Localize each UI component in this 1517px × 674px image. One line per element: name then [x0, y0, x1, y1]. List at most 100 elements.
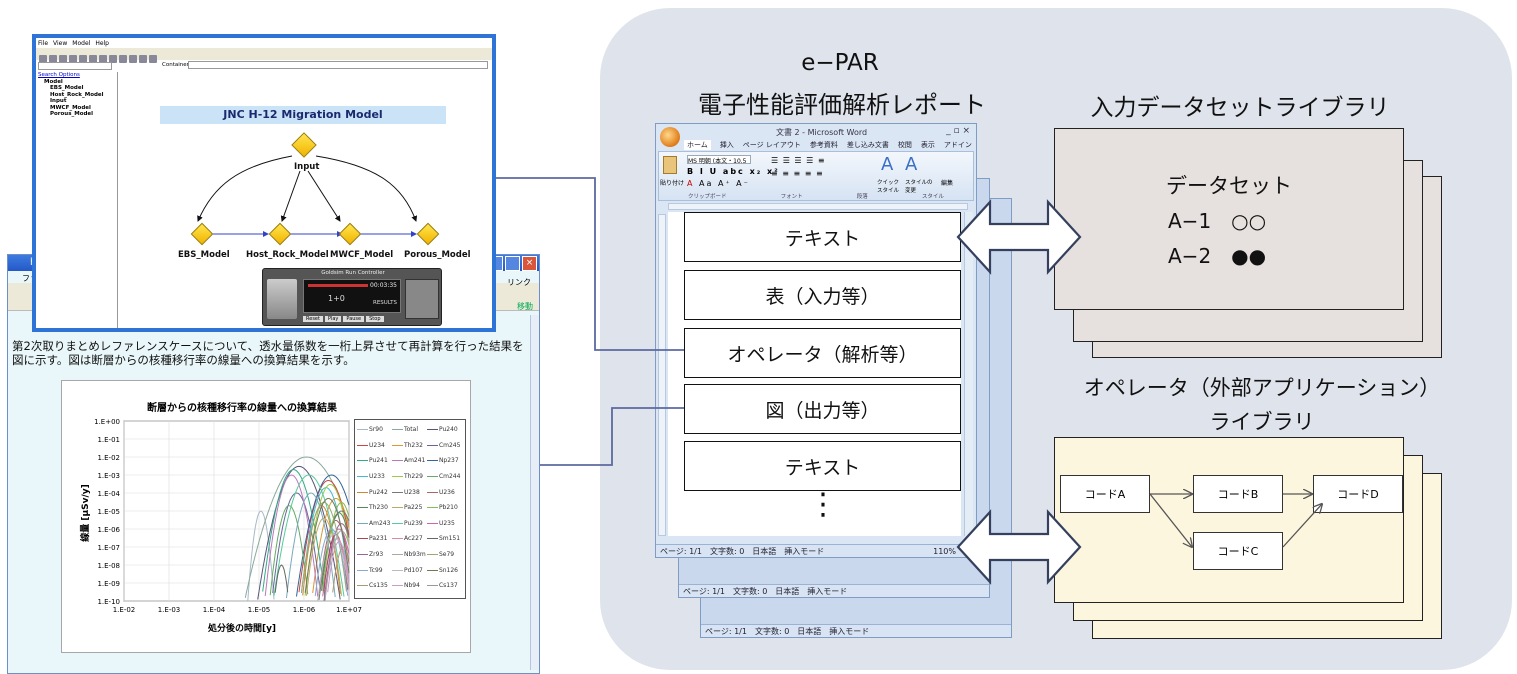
model-graph	[197, 155, 418, 237]
legend-swatch	[357, 460, 368, 462]
legend-entry: Cm245	[426, 442, 462, 449]
tree-item-host-rock[interactable]: Host_Rock_Model	[50, 91, 104, 98]
legend-entry: Pu239	[391, 520, 427, 527]
controller-reset-button[interactable]: Reset	[303, 316, 323, 322]
y-tick-label: 1.E-07	[97, 544, 120, 552]
tree-item-porous[interactable]: Porous_Model	[50, 111, 94, 117]
series-line-np237	[296, 474, 350, 597]
app-menu-bar: File View Model Help	[38, 40, 109, 47]
series-line-am243	[286, 492, 336, 599]
legend-swatch	[357, 444, 368, 446]
toolbar-button[interactable]	[49, 55, 57, 63]
legend-swatch	[391, 569, 403, 571]
status-zoom: 110%	[933, 546, 956, 556]
doc-block-text-bottom: テキスト	[684, 441, 961, 491]
controller-pause-button[interactable]: Pause	[343, 316, 365, 322]
legend-entry: U238	[391, 489, 427, 496]
series-line-pa225	[306, 517, 342, 596]
search-box[interactable]	[38, 62, 112, 70]
paragraph-buttons-2[interactable]: ≡ ≡ ≡ ≡ ≡	[771, 169, 824, 178]
ribbon-tab-mailings[interactable]: 差し込み文書	[846, 141, 889, 149]
search-options-link[interactable]: Search Options	[38, 72, 80, 78]
ribbon-tab-addins[interactable]: アドイン	[943, 141, 972, 149]
legend-label: Cm244	[438, 473, 461, 481]
toolbar-button[interactable]	[149, 55, 157, 63]
tree-item-ebs[interactable]: EBS_Model	[50, 85, 84, 91]
legend-label: Cs137	[438, 582, 458, 590]
ribbon-tab-layout[interactable]: ページ レイアウト	[742, 141, 801, 149]
tree-item-mwcf[interactable]: MWCF_Model	[50, 104, 91, 111]
controller-stop-button[interactable]: Stop	[366, 316, 384, 322]
toolbar-button[interactable]	[99, 55, 107, 63]
toolbar-button[interactable]	[39, 55, 47, 63]
series-line-sm151	[274, 564, 289, 593]
vertical-scrollbar[interactable]	[964, 212, 973, 536]
toolbar-button[interactable]	[139, 55, 147, 63]
legend-entry: Th230	[357, 504, 392, 511]
menu-model[interactable]: Model	[72, 40, 91, 47]
browser-link-label[interactable]: リンク	[507, 278, 531, 287]
series-line-sr90	[247, 510, 275, 601]
ribbon-tab-references[interactable]: 参考資料	[809, 141, 838, 149]
menu-view[interactable]: View	[53, 40, 68, 47]
legend-swatch	[391, 460, 403, 462]
status-page: ページ: 1/1	[683, 586, 725, 596]
toolbar-button[interactable]	[59, 55, 67, 63]
legend-label: U235	[438, 519, 455, 527]
paste-icon[interactable]	[663, 156, 677, 174]
controller-results[interactable]: RESULTS	[373, 300, 397, 306]
office-button[interactable]	[660, 127, 680, 147]
ebs-node-label: EBS_Model	[178, 250, 230, 260]
legend-label: Th229	[403, 473, 423, 481]
toolbar-button[interactable]	[79, 55, 87, 63]
ribbon-tab-view[interactable]: 表示	[920, 141, 935, 149]
toolbar-button[interactable]	[129, 55, 137, 63]
host-rock-node-label: Host_Rock_Model	[246, 250, 329, 260]
migration-model-title: JNC H-12 Migration Model	[160, 106, 446, 124]
paragraph-buttons[interactable]: ☰ ☰ ☰ ☰ ≡	[771, 156, 826, 165]
legend-entry: U234	[357, 442, 392, 449]
font-name-select[interactable]: MS 明朝 (本文・10.5	[687, 155, 751, 165]
menu-file[interactable]: File	[38, 40, 49, 47]
container-path-input[interactable]	[188, 61, 488, 69]
menu-help[interactable]: Help	[95, 40, 109, 47]
color-buttons[interactable]: A Aa A⁺ A⁻	[687, 179, 750, 188]
tree-item-model[interactable]: Model	[44, 78, 63, 85]
format-buttons[interactable]: B I U abc x₂ x²	[687, 167, 780, 176]
legend-entry: Sr90	[357, 426, 392, 433]
toolbar-button[interactable]	[89, 55, 97, 63]
controller-play-button[interactable]: Play	[324, 316, 342, 322]
legend-label: Pb210	[438, 504, 458, 512]
legend-label: Nb94	[403, 582, 420, 590]
change-style-icon[interactable]: A	[905, 154, 918, 175]
y-tick-label: 1.E-10	[97, 598, 120, 606]
toolbar-button[interactable]	[109, 55, 117, 63]
browser-go-button[interactable]: 移動	[517, 302, 533, 311]
ribbon-tab-insert[interactable]: 挿入	[719, 141, 734, 149]
ribbon-tab-review[interactable]: 校閲	[897, 141, 912, 149]
window-controls[interactable]: _ ▫ ×	[946, 126, 970, 136]
controller-side-buttons[interactable]	[405, 279, 439, 319]
legend-label: Pu242	[369, 488, 388, 496]
dose-chart: 断層からの核種移行率の線量への換算結果 1.E+001.E-011.E-021.…	[79, 401, 362, 634]
browser-scrollbar[interactable]	[530, 315, 539, 670]
toolbar-button[interactable]	[119, 55, 127, 63]
legend-entry: Pu240	[426, 426, 462, 433]
group-paragraph: 段落	[856, 194, 868, 200]
legend-swatch	[426, 429, 438, 431]
quick-style-icon[interactable]: A	[881, 154, 894, 175]
legend-swatch	[426, 569, 438, 571]
group-style: スタイル	[921, 194, 944, 200]
status-mode: 挿入モード	[784, 546, 825, 556]
toolbar-button[interactable]	[69, 55, 77, 63]
series-line-tc99	[314, 528, 349, 597]
ribbon-tab-home[interactable]: ホーム	[684, 140, 711, 150]
legend-label: Pa231	[369, 535, 388, 543]
tree-item-input[interactable]: Input	[50, 98, 67, 104]
run-controller: Goldsim Run Controller 00:03:35 1+0 RESU…	[262, 268, 442, 326]
controller-time: 00:03:35	[370, 282, 397, 289]
